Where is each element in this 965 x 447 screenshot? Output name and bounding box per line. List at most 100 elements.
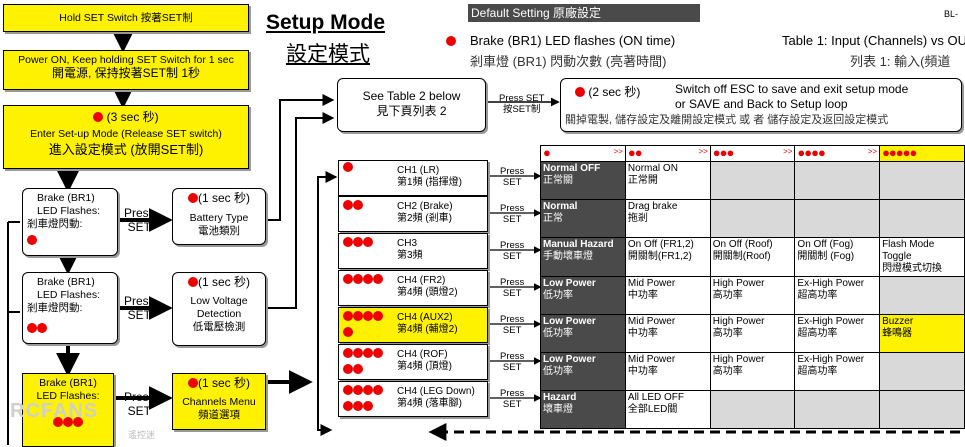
set-label: SET — [502, 362, 522, 373]
cell-text-cn: 拖剎 — [627, 213, 648, 224]
see-table-cn: 見下頁列表 2 — [376, 104, 447, 118]
cell-text-en: Mid Power — [627, 354, 676, 365]
save-exit-box: (2 sec 秒) Switch off ESC to save and exi… — [560, 78, 962, 132]
red-dot-icon — [344, 163, 352, 171]
set-label: SET — [127, 308, 152, 322]
channels-menu-time: (1 sec 秒) — [197, 376, 250, 390]
red-dot-icon — [374, 312, 382, 320]
red-dot-icon — [364, 402, 372, 410]
step-hold-set-label: Hold SET Switch 按著SET制 — [59, 12, 193, 24]
red-dot-icon — [576, 88, 584, 96]
press-label: Press — [124, 206, 155, 220]
table-cell — [709, 390, 796, 429]
cell-text-cn: 高功率 — [712, 328, 743, 339]
flash-3-icon: ●●● — [712, 145, 735, 160]
cell-text-en: Normal — [543, 201, 578, 212]
led-flashes-label: LED Flashes: — [37, 205, 101, 217]
channel-box-7: CH4 (LEG Down)第4頻 (落車腳) — [338, 381, 488, 417]
channel-cn: 第4頻 (頂燈) — [397, 361, 452, 372]
table-cell — [794, 199, 881, 238]
press-label: Press — [500, 166, 525, 177]
table-cell — [794, 161, 881, 200]
channel-cn: 第4頻 (頭燈2) — [397, 287, 458, 298]
table-cell: On Off (Fog)開關制 (Fog) — [794, 237, 881, 277]
led-flashes-label: LED Flashes: — [37, 289, 101, 301]
channel-en: CH4 (FR2) — [397, 275, 446, 286]
red-dot-icon — [74, 418, 82, 426]
red-dot-icon — [354, 365, 362, 373]
cell-text-cn: 超高功率 — [797, 366, 838, 377]
enter-setup-time: (3 sec 秒) — [106, 110, 159, 124]
cell-text-cn: 開關制(FR1,2) — [627, 251, 692, 262]
channel-box-6: CH4 (ROF)第4頻 (頂燈) — [338, 344, 488, 380]
cell-text-cn: 高功率 — [712, 366, 743, 377]
see-table-box: See Table 2 below 見下頁列表 2 — [337, 78, 486, 132]
watermark-sub: 遙控迷 — [128, 430, 156, 440]
set-label: SET — [502, 177, 522, 188]
enter-setup-cn: 進入設定模式 (放開SET制) — [48, 142, 204, 157]
red-dot-icon — [364, 386, 372, 394]
watermark-text: RCFANS — [10, 400, 99, 422]
cell-text-en: Ex-High Power — [797, 278, 865, 289]
header-cell-5: ●●●●● — [879, 145, 965, 162]
legend-en: Brake (BR1) LED flashes (ON time) — [470, 33, 676, 48]
red-dot-icon — [344, 275, 352, 283]
cell-text-cn: 中功率 — [627, 366, 658, 377]
save-time: (2 sec 秒) — [588, 85, 641, 99]
cell-text-cn: 閃燈模式切換 — [882, 263, 943, 274]
watermark-logo: RCFANS — [10, 400, 98, 423]
channels-menu-cn: 頻道選項 — [198, 409, 240, 421]
cell-text-en: Flash Mode Toggle — [882, 239, 935, 262]
cell-text-cn: 中功率 — [627, 328, 658, 339]
table-cell — [794, 390, 881, 429]
red-dot-icon — [447, 37, 455, 45]
cell-text-cn: 中功率 — [627, 290, 658, 301]
step-power-on-cn: 開電源, 保持按著SET制 1秒 — [51, 66, 200, 80]
cell-text-cn: 超高功率 — [797, 328, 838, 339]
channel-box-2: CH2 (Brake)第2頻 (剎車) — [338, 196, 488, 232]
cell-text-en: On Off (FR1,2) — [627, 239, 694, 250]
table-cell — [879, 199, 965, 238]
channel-en: CH3 — [397, 238, 418, 249]
cell-text-cn: 超高功率 — [797, 290, 838, 301]
brake-box-2: Brake (BR1) LED Flashes: 剎車燈閃動: — [22, 272, 118, 344]
brake-label: Brake (BR1) — [39, 377, 97, 389]
header-cell-2: ●●>> — [624, 145, 711, 162]
cell-text-en: All LED OFF — [627, 392, 685, 403]
red-dot-icon — [354, 275, 362, 283]
cell-text-en: High Power — [712, 278, 765, 289]
low-voltage-en2: Detection — [196, 308, 242, 320]
red-dot-icon — [188, 278, 197, 286]
cell-text-en: High Power — [712, 316, 765, 327]
table-title-en: Table 1: Input (Channels) vs OU — [782, 33, 965, 48]
press-label: Press — [500, 277, 525, 288]
legend-dot — [446, 32, 456, 50]
set-label: SET — [127, 404, 152, 418]
step-enter-setup: (3 sec 秒) Enter Set-up Mode (Release SET… — [3, 105, 249, 169]
press-set-top: Press SET 按SET制 — [499, 93, 544, 115]
set-label: SET — [502, 251, 522, 262]
cell-text-en: Buzzer — [882, 316, 914, 327]
table-header-row: ●>> ●●>> ●●●>> ●●●●>> ●●●●● — [540, 145, 965, 162]
led-flashes-cn: 剎車燈閃動: — [27, 218, 83, 230]
enter-setup-en: Enter Set-up Mode (Release SET switch) — [30, 128, 222, 140]
red-dot-icon — [354, 201, 362, 209]
save-en2: or SAVE and Back to Setup loop — [675, 97, 848, 111]
page-title-cn: 設定模式 — [286, 43, 370, 66]
press-label: Press — [500, 314, 525, 325]
red-dot-icon — [374, 349, 382, 357]
cell-text-cn: 蜂鳴器 — [882, 328, 913, 339]
red-dot-icon — [54, 418, 62, 426]
